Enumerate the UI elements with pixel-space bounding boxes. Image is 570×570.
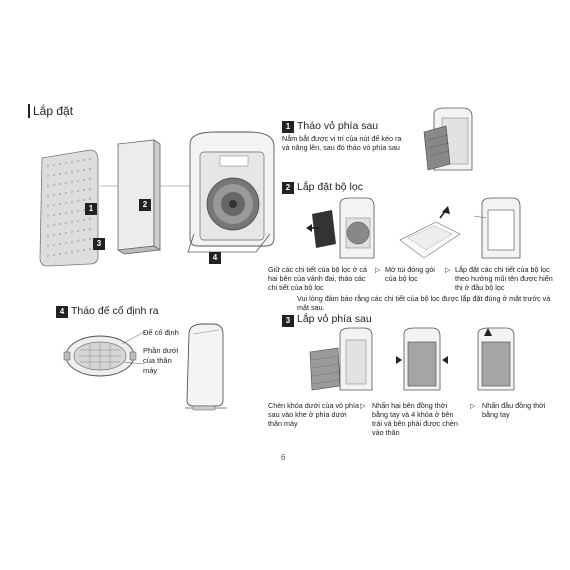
callout-1: 1 xyxy=(85,203,97,215)
step3-arrow-2: ▷ xyxy=(470,403,476,410)
label-lower-2: của thân xyxy=(143,356,172,365)
step3-caption2-l4: vào thân xyxy=(372,428,400,437)
label-lower-1: Phần dưới xyxy=(143,346,179,355)
step2-note-l1: Vui lòng đảm bảo rằng các chi tiết của b… xyxy=(297,294,551,303)
purifier-body-illustration xyxy=(187,131,275,253)
step2-arrow-2: ▷ xyxy=(445,267,451,274)
step3-caption3-l2: bằng tay xyxy=(482,410,510,419)
callout-4: 4 xyxy=(209,252,221,264)
step1-number: 1 xyxy=(282,121,294,133)
label-lower-3: máy xyxy=(143,366,158,375)
step2-note-l2: mặt sau. xyxy=(297,303,325,312)
step2-title: Lắp đặt bộ lọc xyxy=(297,181,363,193)
step2-illustration-bag xyxy=(399,206,461,259)
step2-caption2-l1: Mở túi đóng gói xyxy=(385,265,435,274)
step1-title: Tháo vỏ phía sau xyxy=(297,120,379,132)
remove-base-title: Tháo đế cố định ra xyxy=(71,305,159,317)
step2-caption1-l3: chi tiết của bộ lọc xyxy=(268,283,324,292)
step3-title: Lắp vỏ phía sau xyxy=(297,313,372,325)
step3-caption2-l2: bằng tay và 4 khóa ở bên xyxy=(372,410,454,419)
step2-caption3-l2: theo hướng mũi tên được hiển xyxy=(455,274,553,283)
step3-illustration-3 xyxy=(477,327,515,391)
callout-3: 3 xyxy=(93,238,105,250)
header-bar xyxy=(28,104,30,118)
step3-caption2-l1: Nhấn hai bên đồng thời xyxy=(372,401,448,410)
step2-caption1-l1: Giữ các chi tiết của bộ lọc ở cả xyxy=(268,265,368,274)
step1-illustration xyxy=(423,107,473,171)
page-title: Lắp đặt xyxy=(33,104,74,118)
step3-number: 3 xyxy=(282,315,294,327)
step3-caption2-l3: trái và bên phải được chèn xyxy=(372,419,458,428)
page-number: 6 xyxy=(281,453,286,462)
step2-caption2-l2: của bộ lọc xyxy=(385,274,418,283)
step2-caption3-l3: thị ở đầu bộ lọc xyxy=(455,283,505,292)
step2-number: 2 xyxy=(282,182,294,194)
step1-desc-line1: Nắm bắt được vị trí của nút để kéo ra xyxy=(282,134,402,143)
step3-illustration-1 xyxy=(309,327,373,391)
step2-caption3-l1: Lắp đặt các chi tiết của bộ lọc xyxy=(455,265,550,274)
step2-caption1-l2: hai bên của vành đai, tháo các xyxy=(268,274,366,283)
step3-caption1-l2: sau vào khe ở phía dưới xyxy=(268,410,347,419)
step2-illustration-remove xyxy=(306,197,375,259)
callout-2: 2 xyxy=(139,199,151,211)
step2-illustration-install xyxy=(473,197,521,259)
step1-desc-line2: và nâng lên, sau đó tháo vỏ phía sau xyxy=(282,143,400,152)
step3-caption1-l1: Chèn khóa dưới của vỏ phía xyxy=(268,401,360,410)
step3-caption1-l3: thân máy xyxy=(268,419,298,428)
step2-arrow-1: ▷ xyxy=(375,267,381,274)
step3-illustration-2 xyxy=(396,327,448,391)
remove-base-number: 4 xyxy=(56,306,68,318)
step3-caption3-l1: Nhấn đầu đồng thời xyxy=(482,401,546,410)
step3-arrow-1: ▷ xyxy=(360,403,366,410)
purifier-side-illustration xyxy=(185,323,227,411)
base-illustration xyxy=(63,331,145,377)
back-cover-illustration xyxy=(39,149,99,267)
exploded-view-illustration xyxy=(39,131,275,267)
filter-illustration xyxy=(116,139,162,255)
label-base: Đế cố định xyxy=(143,328,179,337)
